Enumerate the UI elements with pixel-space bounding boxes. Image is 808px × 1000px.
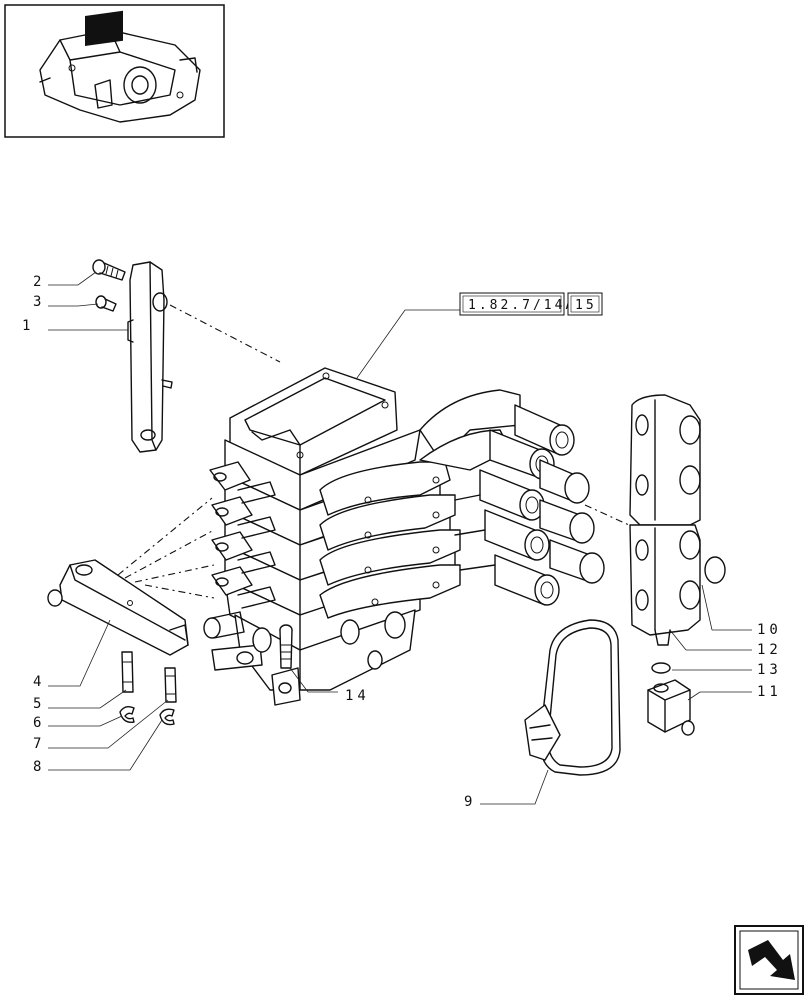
next-page-arrow-icon[interactable] xyxy=(734,925,804,995)
callout-9: 9 xyxy=(464,794,476,810)
part-10-dust-cover xyxy=(629,394,726,646)
link-alignment-lines xyxy=(117,497,215,599)
part-5-pin xyxy=(121,651,134,693)
callout-2: 2 xyxy=(33,274,45,290)
callout-labels: 2 3 1 4 5 6 7 8 14 9 10 12 13 11 xyxy=(22,274,782,810)
part-14-screw xyxy=(279,624,293,669)
thumbnail-inset[interactable] xyxy=(4,4,225,138)
reference-item-box[interactable]: 15 xyxy=(567,292,603,316)
callout-11: 11 xyxy=(757,684,782,700)
callout-12: 12 xyxy=(757,642,782,658)
part-6-clip xyxy=(119,705,135,723)
callout-14: 14 xyxy=(345,688,370,704)
callout-7: 7 xyxy=(33,736,45,752)
reference-code: 1.82.7/14A xyxy=(468,298,576,313)
callout-6: 6 xyxy=(33,715,45,731)
part-8-clip xyxy=(159,708,175,726)
callout-10: 10 xyxy=(757,622,782,638)
part-13-o-ring xyxy=(651,662,671,674)
valve-assembly-thumbnail xyxy=(39,10,201,123)
reference-item: 15 xyxy=(575,298,597,313)
part-7-pin xyxy=(164,667,177,703)
part-11-adapter xyxy=(647,679,695,736)
hydraulic-couplers xyxy=(419,389,605,606)
alignment-line-bracket xyxy=(169,304,281,363)
callout-13: 13 xyxy=(757,662,782,678)
callout-4: 4 xyxy=(33,674,45,690)
part-2-bolt xyxy=(92,259,126,281)
part-3-bolt xyxy=(95,295,117,312)
callout-1: 1 xyxy=(22,318,34,334)
reference-leader xyxy=(351,309,460,386)
part-1-bracket xyxy=(127,261,173,453)
leader-lines xyxy=(48,271,752,805)
callout-8: 8 xyxy=(33,759,45,775)
callout-5: 5 xyxy=(33,696,45,712)
part-9-loop xyxy=(524,619,621,776)
callout-3: 3 xyxy=(33,294,45,310)
control-valve-block xyxy=(203,367,461,706)
reference-box[interactable]: 1.82.7/14A xyxy=(459,292,576,316)
part-4-lever-arm xyxy=(47,559,189,656)
